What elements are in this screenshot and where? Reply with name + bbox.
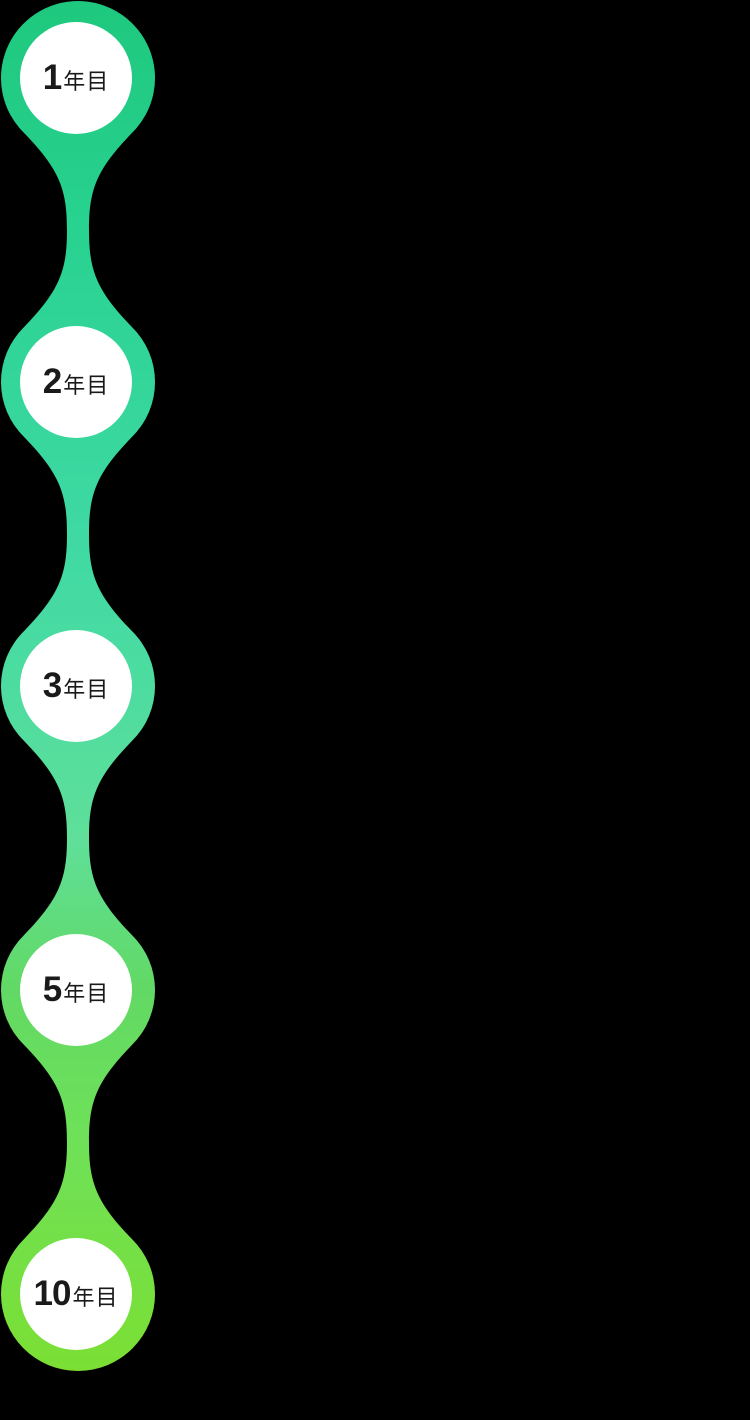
milestone-circle-4: [20, 934, 132, 1046]
milestone-label-year-2: 2 年目: [43, 362, 109, 402]
milestone-number: 3: [42, 666, 62, 705]
milestone-number: 5: [42, 970, 62, 1009]
milestone-number: 10: [33, 1274, 72, 1313]
milestone-label-year-1: 1 年目: [43, 58, 109, 98]
milestone-label-year-3: 3 年目: [43, 666, 109, 706]
milestone-label-year-10: 10 年目: [34, 1274, 119, 1314]
milestone-number: 2: [42, 362, 62, 401]
milestone-suffix: 年目: [63, 69, 110, 94]
milestone-suffix: 年目: [63, 677, 110, 702]
milestone-circle-1: [20, 22, 132, 134]
milestone-label-year-5: 5 年目: [43, 970, 109, 1010]
milestone-suffix: 年目: [63, 373, 110, 398]
milestone-suffix: 年目: [63, 981, 110, 1006]
milestone-circle-3: [20, 630, 132, 742]
milestone-circle-2: [20, 326, 132, 438]
milestone-circle-5: [20, 1238, 132, 1350]
milestone-number: 1: [42, 58, 62, 97]
milestone-suffix: 年目: [72, 1285, 119, 1310]
